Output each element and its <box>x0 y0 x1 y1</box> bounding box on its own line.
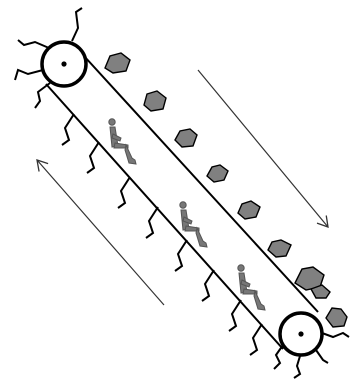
belt-upper-run <box>84 56 318 312</box>
seated-figure <box>180 202 207 247</box>
rock <box>238 201 260 219</box>
rock <box>105 53 130 73</box>
bottom-pulley <box>280 313 322 355</box>
rock <box>268 240 291 257</box>
upward-direction-arrow <box>37 160 164 305</box>
rock <box>207 165 228 182</box>
rock <box>144 91 166 111</box>
rock <box>326 308 347 327</box>
seated-figure <box>109 119 136 164</box>
rock <box>175 129 197 147</box>
belt-legs <box>62 114 262 355</box>
